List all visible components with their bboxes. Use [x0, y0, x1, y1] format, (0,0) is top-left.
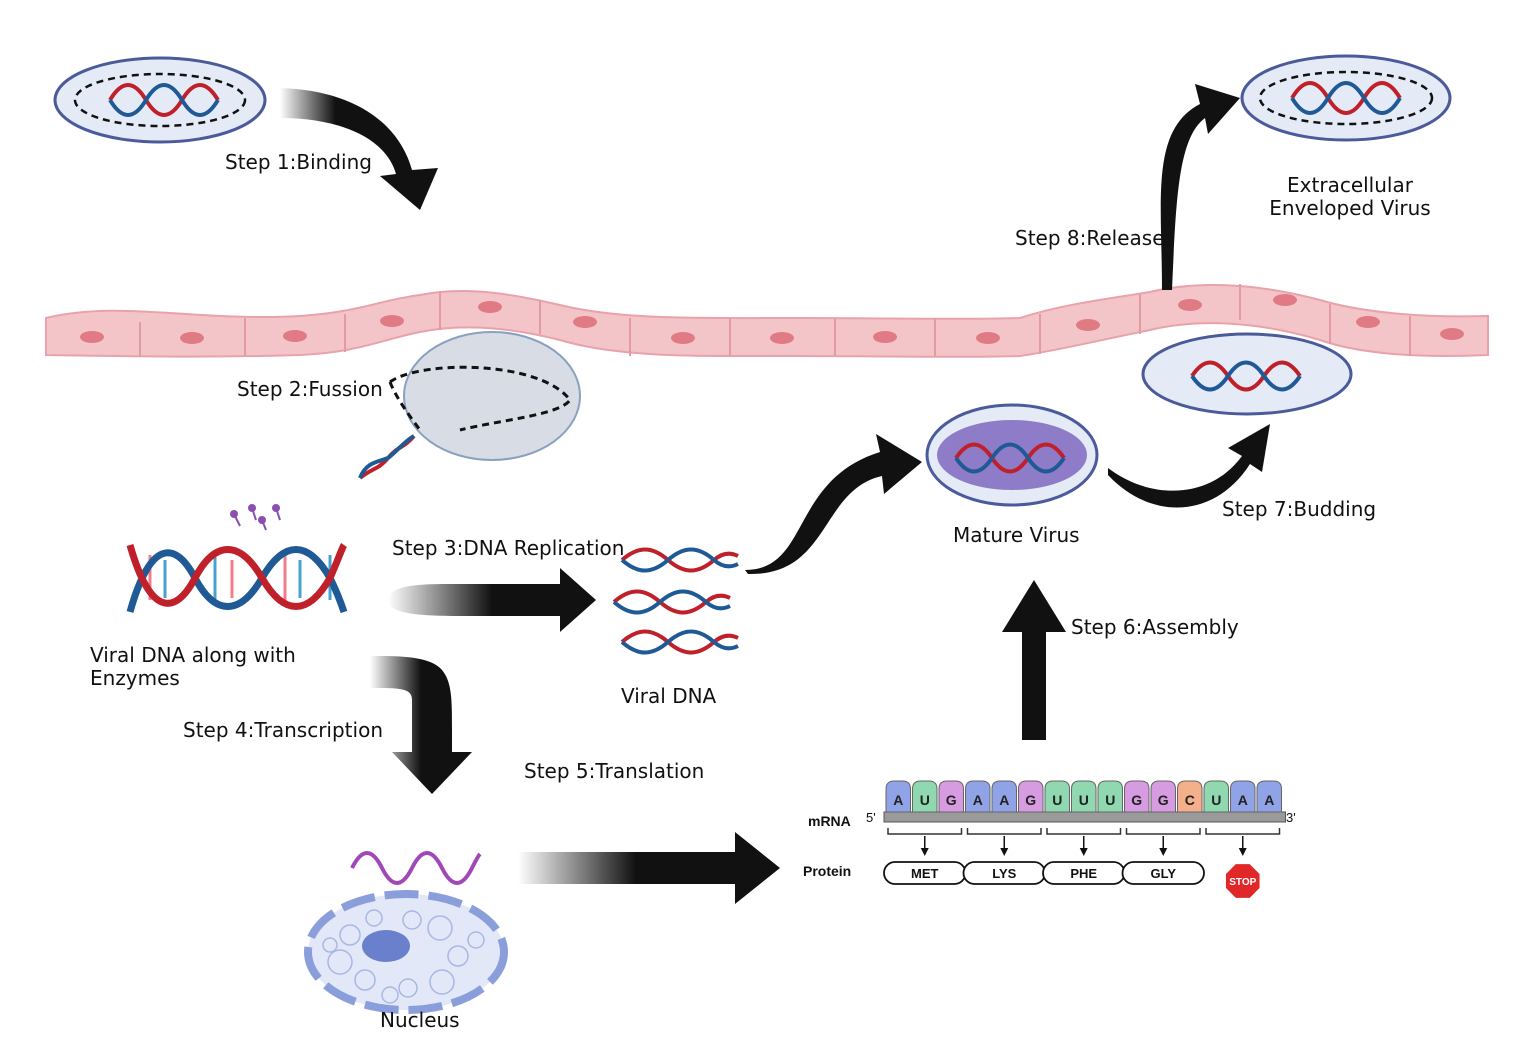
nucleotide-base [1018, 780, 1044, 813]
dna-helix-icon [620, 629, 739, 655]
step6-label: Step 6:Assembly [1071, 615, 1239, 639]
nucleotide-base-letter: G [946, 792, 957, 808]
replicated-viral-dna [612, 547, 739, 655]
step3-label: Step 3:DNA Replication [392, 536, 625, 560]
nucleotide-base-letter: A [999, 792, 1009, 808]
viral-dna-enzymes-label-line2: Enzymes [90, 666, 180, 690]
nucleotide-base [1044, 780, 1070, 813]
step1-arrow [280, 88, 438, 210]
amino-acid-label: GLY [1150, 866, 1176, 881]
virus-particle-incoming [53, 56, 267, 144]
step4-label: Step 4:Transcription [183, 718, 383, 742]
virus-particle-extracellular [1240, 54, 1452, 142]
nucleotide-base-letter: U [1211, 792, 1221, 808]
codon-bracket [1205, 828, 1281, 835]
codon-arrowhead [920, 848, 929, 856]
cell-membrane [45, 284, 1489, 358]
viral-dna-to-mature-arrow [745, 434, 922, 575]
mrna-strip [883, 811, 1286, 823]
dna-helix-icon [108, 83, 220, 117]
mrna-row-label: mRNA [808, 813, 851, 829]
amino-acid-pill [1121, 861, 1205, 885]
enzyme-icons [230, 504, 281, 531]
dna-helix-icon [358, 434, 416, 480]
nucleotide-base-letter: U [1052, 792, 1062, 808]
mature-virus [925, 403, 1099, 507]
nucleotide-base-letter: U [1105, 792, 1115, 808]
nucleotide-base [1071, 780, 1097, 813]
mature-virus-label: Mature Virus [953, 523, 1080, 547]
nucleus [304, 851, 508, 1014]
step7-arrow [1108, 424, 1270, 508]
extracellular-label-line1: Extracellular [1287, 173, 1413, 197]
nucleus-label: Nucleus [380, 1008, 460, 1032]
codon-bracket [966, 828, 1042, 835]
nucleotide-base [1177, 780, 1203, 813]
nucleotide-base [1256, 780, 1282, 813]
codon-arrowhead [1159, 848, 1168, 856]
dna-helix-icon [1190, 360, 1302, 392]
nucleotide-base [991, 780, 1017, 813]
nucleotide-base-letter: A [1238, 792, 1248, 808]
extracellular-label-line2: Enveloped Virus [1269, 196, 1431, 220]
amino-acid-label: PHE [1070, 866, 1097, 881]
protein-row-label: Protein [803, 863, 851, 879]
step1-label: Step 1:Binding [225, 150, 372, 174]
amino-acid-label: MET [911, 866, 939, 881]
nucleotide-base [1203, 780, 1229, 813]
codon-bracket [1046, 828, 1122, 835]
step5-arrow [518, 832, 780, 904]
codon-arrowhead [1238, 848, 1247, 856]
nucleotide-base [1097, 780, 1123, 813]
nucleotide-base-letter: U [1079, 792, 1089, 808]
step2-label: Step 2:Fussion [237, 377, 383, 401]
nucleotide-base [885, 780, 911, 813]
codon-bracket [1125, 828, 1201, 835]
nucleotide-base [1230, 780, 1256, 813]
three-prime-label: 3' [1286, 810, 1296, 825]
stop-label: STOP [1229, 877, 1256, 888]
fusion-vesicle [358, 331, 581, 480]
step8-arrow [1160, 84, 1240, 290]
dna-helix-icon [620, 547, 739, 573]
dna-helix-icon [1290, 81, 1402, 115]
step8-label: Step 8:Release [1015, 226, 1165, 250]
nucleotide-base-letter: G [1025, 792, 1036, 808]
nucleotide-base [912, 780, 938, 813]
nucleotide-base [1124, 780, 1150, 813]
nucleotide-base-letter: G [1131, 792, 1142, 808]
viral-dna-enzymes-label-line1: Viral DNA along with [90, 643, 296, 667]
codon-bracket [887, 828, 963, 835]
five-prime-label: 5' [866, 810, 876, 825]
budding-virus [1141, 332, 1353, 416]
nucleotide-base [965, 780, 991, 813]
amino-acid-label: LYS [992, 866, 1016, 881]
nucleotide-base-letter: A [973, 792, 983, 808]
step3-arrow [388, 568, 596, 632]
viral-dna-label: Viral DNA [621, 684, 717, 708]
nucleotide-base-letter: U [920, 792, 930, 808]
nucleotide-base-letter: G [1158, 792, 1169, 808]
dna-helix-icon [954, 442, 1066, 474]
nucleotide-base [1150, 780, 1176, 813]
stop-sign-icon [1224, 862, 1262, 900]
nucleotide-base [938, 780, 964, 813]
mrna-wave-icon [350, 851, 482, 885]
nucleotide-base-letter: C [1185, 792, 1195, 808]
step7-label: Step 7:Budding [1222, 497, 1377, 521]
step5-label: Step 5:Translation [524, 759, 705, 783]
nucleotide-base-letter: A [1264, 792, 1274, 808]
dna-helix-icon [126, 543, 348, 614]
step4-arrow [370, 656, 472, 794]
codon-arrowhead [1000, 848, 1009, 856]
viral-dna-enzymes [126, 504, 348, 614]
dna-helix-icon [612, 589, 731, 615]
codon-arrowhead [1079, 848, 1088, 856]
step6-arrow [1002, 580, 1066, 740]
nucleotide-base-letter: A [893, 792, 903, 808]
